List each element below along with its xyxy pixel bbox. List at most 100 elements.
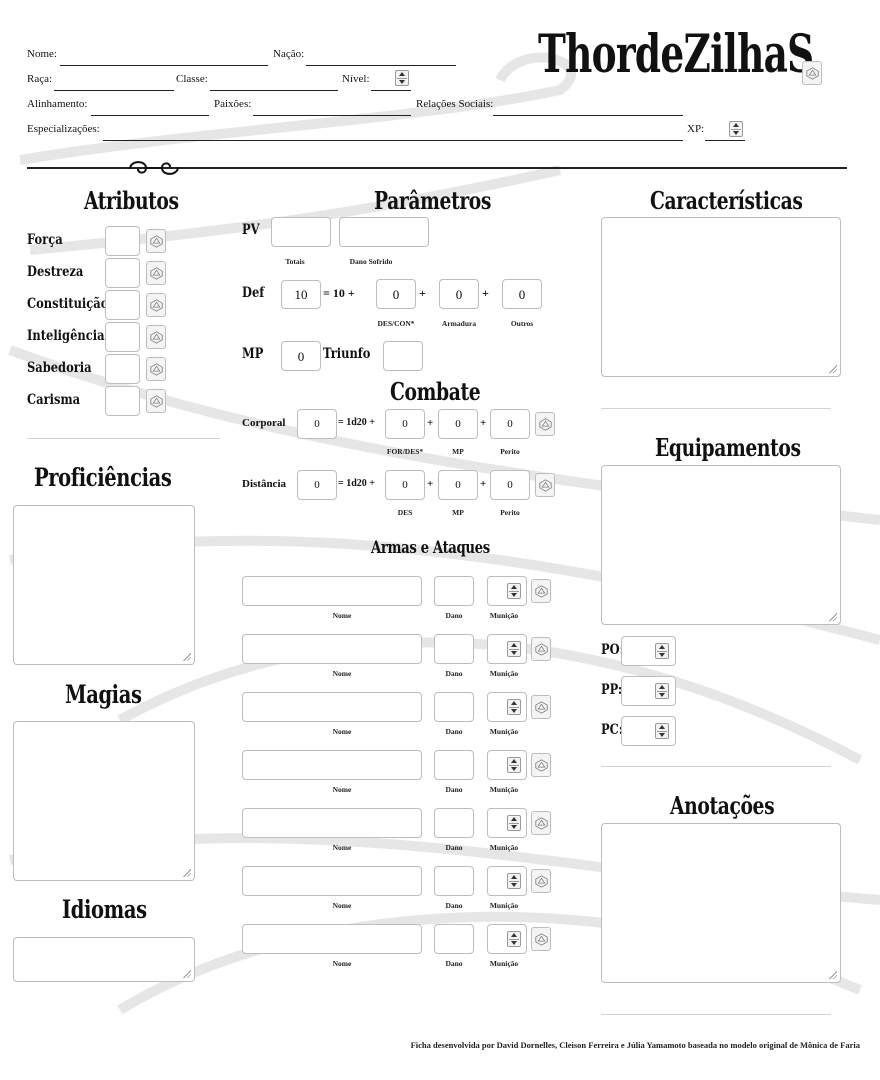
- idiomas-textarea[interactable]: [13, 937, 195, 982]
- mp-field[interactable]: 0: [281, 341, 321, 371]
- coin-spinner-icon[interactable]: [655, 643, 669, 659]
- spinner-divider: [509, 881, 519, 882]
- d20-dice-icon[interactable]: [146, 325, 166, 349]
- arma-nome-field[interactable]: [242, 750, 422, 780]
- d20-dice-icon[interactable]: [531, 695, 551, 719]
- attr-value-field[interactable]: [105, 290, 140, 320]
- equipamentos-textarea[interactable]: [601, 465, 841, 625]
- combate-mod-field[interactable]: 0: [385, 470, 425, 500]
- combate-total-field[interactable]: 0: [297, 470, 337, 500]
- combate-mod-field[interactable]: 0: [490, 409, 530, 439]
- resize-handle-icon[interactable]: [183, 653, 191, 661]
- plus-sign: +: [419, 286, 426, 300]
- nacao-field[interactable]: [306, 65, 456, 66]
- d20-dice-icon[interactable]: [531, 753, 551, 777]
- arma-dano-field[interactable]: [434, 634, 474, 664]
- combate-mod-field[interactable]: 0: [385, 409, 425, 439]
- municao-spinner-icon[interactable]: [507, 931, 521, 947]
- especializacoes-field[interactable]: [103, 140, 683, 141]
- arma-nome-label: Nome: [332, 843, 352, 852]
- def-base-value[interactable]: 10: [281, 280, 321, 309]
- resize-handle-icon[interactable]: [829, 365, 837, 373]
- combate-mod-field[interactable]: 0: [438, 470, 478, 500]
- caracteristicas-textarea[interactable]: [601, 217, 841, 377]
- def-armadura-field[interactable]: 0: [439, 279, 479, 309]
- resize-handle-icon[interactable]: [829, 613, 837, 621]
- d20-dice-icon[interactable]: [531, 637, 551, 661]
- arma-dano-field[interactable]: [434, 692, 474, 722]
- d20-dice-icon[interactable]: [531, 579, 551, 603]
- coin-spinner-icon[interactable]: [655, 683, 669, 699]
- municao-spinner-icon[interactable]: [507, 641, 521, 657]
- paixoes-field[interactable]: [253, 115, 411, 116]
- relacoes-field[interactable]: [493, 115, 683, 116]
- dano-sofrido-field[interactable]: [339, 217, 429, 247]
- header-d20-dice-icon[interactable]: [802, 61, 822, 85]
- outros-label: Outros: [510, 319, 534, 328]
- attr-value-field[interactable]: [105, 258, 140, 288]
- attr-label: Constituição: [27, 296, 109, 312]
- alinhamento-field[interactable]: [91, 115, 209, 116]
- coin-label: PO:: [601, 642, 624, 658]
- municao-spinner-icon[interactable]: [507, 873, 521, 889]
- attr-value-field[interactable]: [105, 322, 140, 352]
- coin-spinner-icon[interactable]: [655, 723, 669, 739]
- raca-label: Raça:: [27, 73, 53, 85]
- triunfo-field[interactable]: [383, 341, 423, 371]
- anotacoes-textarea[interactable]: [601, 823, 841, 983]
- arma-nome-label: Nome: [332, 611, 352, 620]
- d20-dice-icon[interactable]: [535, 412, 555, 436]
- classe-field[interactable]: [210, 90, 338, 91]
- alinhamento-label: Alinhamento:: [27, 98, 88, 110]
- magias-textarea[interactable]: [13, 721, 195, 881]
- d20-dice-icon[interactable]: [535, 473, 555, 497]
- municao-spinner-icon[interactable]: [507, 815, 521, 831]
- proficiencias-textarea[interactable]: [13, 505, 195, 665]
- d20-dice-icon[interactable]: [146, 293, 166, 317]
- combate-total-field[interactable]: 0: [297, 409, 337, 439]
- arma-dano-field[interactable]: [434, 924, 474, 954]
- arma-dano-field[interactable]: [434, 866, 474, 896]
- arma-dano-field[interactable]: [434, 576, 474, 606]
- pv-total-field[interactable]: [271, 217, 331, 247]
- resize-handle-icon[interactable]: [183, 869, 191, 877]
- d20-dice-icon[interactable]: [146, 229, 166, 253]
- combate-mod-field[interactable]: 0: [438, 409, 478, 439]
- d20-dice-icon[interactable]: [531, 927, 551, 951]
- arma-nome-field[interactable]: [242, 808, 422, 838]
- d20-dice-icon[interactable]: [146, 261, 166, 285]
- attr-value-field[interactable]: [105, 226, 140, 256]
- nivel-spinner-icon[interactable]: [395, 70, 409, 86]
- anotacoes-title: Anotações: [670, 791, 775, 820]
- arma-nome-field[interactable]: [242, 924, 422, 954]
- magias-title: Magias: [65, 680, 142, 709]
- def-outros-field[interactable]: 0: [502, 279, 542, 309]
- arma-nome-field[interactable]: [242, 866, 422, 896]
- xp-field[interactable]: [705, 140, 745, 141]
- resize-handle-icon[interactable]: [183, 970, 191, 978]
- resize-handle-icon[interactable]: [829, 971, 837, 979]
- d20-dice-icon[interactable]: [146, 389, 166, 413]
- arma-nome-field[interactable]: [242, 692, 422, 722]
- raca-field[interactable]: [54, 90, 174, 91]
- d20-dice-icon[interactable]: [146, 357, 166, 381]
- municao-spinner-icon[interactable]: [507, 699, 521, 715]
- proficiencias-title: Proficiências: [34, 463, 172, 492]
- def-des-field[interactable]: 0: [376, 279, 416, 309]
- xp-spinner-icon[interactable]: [729, 121, 743, 137]
- nome-field[interactable]: [60, 65, 268, 66]
- combate-mod-field[interactable]: 0: [490, 470, 530, 500]
- relacoes-label: Relações Sociais:: [416, 98, 494, 110]
- arma-nome-field[interactable]: [242, 576, 422, 606]
- municao-spinner-icon[interactable]: [507, 583, 521, 599]
- nivel-field[interactable]: [371, 90, 411, 91]
- arma-dano-field[interactable]: [434, 750, 474, 780]
- attr-value-field[interactable]: [105, 386, 140, 416]
- municao-spinner-icon[interactable]: [507, 757, 521, 773]
- arma-nome-field[interactable]: [242, 634, 422, 664]
- combate-mod-label: Perito: [500, 447, 520, 456]
- d20-dice-icon[interactable]: [531, 869, 551, 893]
- attr-value-field[interactable]: [105, 354, 140, 384]
- arma-dano-field[interactable]: [434, 808, 474, 838]
- d20-dice-icon[interactable]: [531, 811, 551, 835]
